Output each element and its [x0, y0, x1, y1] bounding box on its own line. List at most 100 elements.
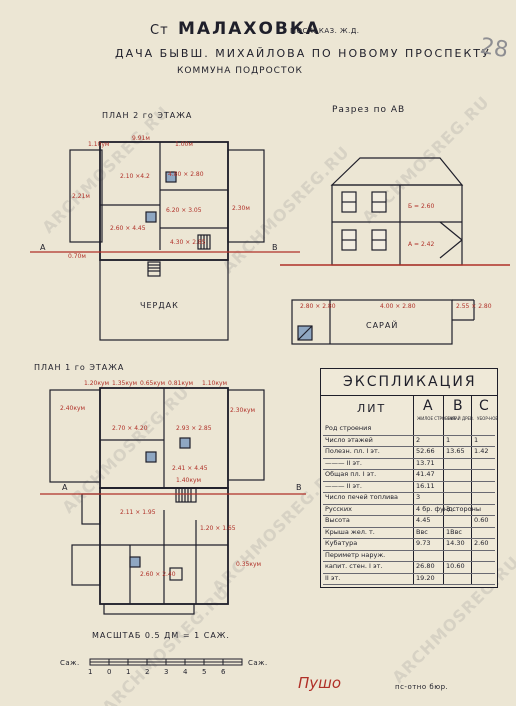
explication-cell: 4.45: [416, 516, 431, 524]
svg-text:4.30 × 2.85: 4.30 × 2.85: [170, 239, 206, 246]
explication-cell: 3: [416, 493, 421, 501]
explication-cell: 9.73: [416, 539, 431, 547]
explication-row-rule: [323, 549, 495, 551]
svg-text:2.30м: 2.30м: [232, 205, 250, 212]
explication-row-rule: [323, 538, 495, 539]
explication-row-rule: [323, 584, 495, 585]
explication-row-rule: [323, 526, 495, 528]
explication-cell: 10.60: [446, 562, 465, 570]
explication-row-label: ——— II эт.: [325, 458, 362, 467]
svg-text:1.40кум: 1.40кум: [176, 477, 201, 484]
explication-row-rule: [323, 457, 495, 459]
column-sub: УБОР-НОЕ: [477, 416, 498, 421]
explication-cell: 13.65: [446, 447, 465, 455]
section-b-label-lower: В: [296, 483, 302, 492]
explication-cell: 2.60: [474, 539, 489, 547]
svg-text:2.60 × 4.45: 2.60 × 4.45: [110, 225, 146, 232]
explication-cell: 19.20: [416, 573, 435, 582]
svg-text:2.41 × 4.45: 2.41 × 4.45: [172, 465, 208, 472]
explication-cell: Ввс: [416, 527, 428, 536]
explication-row-label: Высота: [325, 516, 350, 524]
explication-row-rule: [323, 469, 495, 470]
railway-label: МОСК. КАЗ. Ж.Д.: [290, 27, 360, 35]
explication-row-label: капит. стен. I эт.: [325, 562, 383, 570]
explication-row-label: Общая пл. I эт.: [325, 470, 377, 478]
explication-cell: 41.47: [416, 470, 435, 478]
section-a-label-lower: А: [62, 483, 68, 492]
column-c: С: [479, 398, 489, 414]
scale-tick: 6: [221, 668, 226, 676]
explication-row-rule: [323, 434, 495, 436]
second-floor-title: ПЛАН 2 го ЭТАЖА: [102, 111, 193, 120]
explication-cell: 1: [446, 435, 451, 444]
explication-row-rule: [323, 480, 495, 482]
explication-cell: 26.80: [416, 562, 435, 570]
explication-table: ЭКСПЛИКАЦИЯ ЛИТ А В С ЖИЛОЕ СТРОЕНИЕ САР…: [320, 368, 498, 588]
svg-text:2.40кум: 2.40кум: [60, 405, 85, 412]
first-floor-title: ПЛАН 1 го ЭТАЖА: [34, 363, 125, 372]
svg-text:1.35кум: 1.35кум: [112, 380, 137, 387]
scale-tick: 3: [164, 668, 169, 676]
explication-row-rule: [323, 561, 495, 562]
lit-label: ЛИТ: [357, 402, 387, 415]
explication-row-rule: [323, 446, 495, 447]
scale-tick: 0: [107, 668, 112, 676]
explication-cell: 14.30: [446, 539, 465, 547]
explication-row-label: Число этажей: [325, 435, 373, 444]
svg-text:1.10кум: 1.10кум: [202, 380, 227, 387]
explication-row-label: Крыша жел. т.: [325, 527, 375, 536]
footer-note: пс-отно бюр.: [395, 683, 449, 691]
explication-cell: 16.11: [416, 481, 435, 490]
svg-text:2.80 × 2.80: 2.80 × 2.80: [300, 303, 336, 310]
explication-cell: 0.60: [474, 516, 489, 524]
svg-text:Б = 2.60: Б = 2.60: [408, 203, 435, 210]
explication-row-label: Периметр наруж.: [325, 550, 386, 559]
station-prefix: Ст: [150, 23, 169, 38]
explication-cell: 2: [416, 435, 421, 444]
svg-text:0.35кум: 0.35кум: [236, 561, 261, 568]
explication-row-label: Число печей топлива: [325, 493, 399, 501]
scale-label: МАСШТАБ 0.5 ДМ = 1 САЖ.: [92, 631, 230, 640]
explication-row-rule: [323, 515, 495, 516]
attic-label: ЧЕРДАК: [140, 301, 179, 310]
explication-row-label: Полезн. пл. I эт.: [325, 447, 380, 455]
explication-cell: 1Ввс: [446, 527, 462, 536]
explication-row-label: Русских: [325, 504, 352, 513]
svg-text:0.81кум: 0.81кум: [168, 380, 193, 387]
scale-left: Саж.: [60, 659, 80, 667]
station-name: МАЛАХОВКА: [178, 19, 321, 39]
scale-tick: 4: [183, 668, 188, 676]
svg-text:2.60 × 2.40: 2.60 × 2.40: [140, 571, 176, 578]
explication-row-rule: [323, 572, 495, 574]
scale-tick: 1: [126, 668, 131, 676]
section-title: Разрез по АВ: [332, 105, 406, 115]
svg-text:6.20 × 3.05: 6.20 × 3.05: [166, 207, 202, 214]
column-a: А: [423, 398, 433, 414]
commune-label: КОММУНА ПОДРОСТОК: [177, 66, 303, 76]
explication-row-rule: [323, 503, 495, 505]
explication-title: ЭКСПЛИКАЦИЯ: [343, 374, 477, 390]
svg-text:0.65кум: 0.65кум: [140, 380, 165, 387]
svg-text:1.10ум: 1.10ум: [88, 141, 109, 148]
explication-cell: 52.66: [416, 447, 435, 455]
svg-text:2.21м: 2.21м: [72, 193, 90, 200]
column-b: В: [453, 398, 463, 414]
explication-cell: 1: [474, 435, 479, 444]
svg-text:2.11 × 1.95: 2.11 × 1.95: [120, 509, 156, 516]
scale-tick: 5: [202, 668, 207, 676]
column-sub: ЖИЛОЕ СТРОЕНИЕ: [417, 416, 457, 421]
explication-row-label: Род строения: [325, 424, 372, 432]
explication-cell: 13.71: [416, 458, 435, 467]
signature: Пушо: [298, 674, 342, 692]
svg-text:2.93 × 2.85: 2.93 × 2.85: [176, 425, 212, 432]
svg-text:1.20 × 1.65: 1.20 × 1.65: [200, 525, 236, 532]
explication-row-rule: [323, 492, 495, 493]
svg-text:4.80 × 2.80: 4.80 × 2.80: [168, 171, 204, 178]
svg-text:А = 2.42: А = 2.42: [408, 241, 434, 248]
subtitle: ДАЧА БЫВШ. МИХАЙЛОВА ПО НОВОМУ ПРОСПЕКТУ: [115, 47, 491, 60]
explication-cell: 1.42: [474, 447, 489, 455]
svg-text:1.20кум: 1.20кум: [84, 380, 109, 387]
scale-tick: 1: [88, 668, 93, 676]
explication-row-label: II эт.: [325, 573, 341, 582]
